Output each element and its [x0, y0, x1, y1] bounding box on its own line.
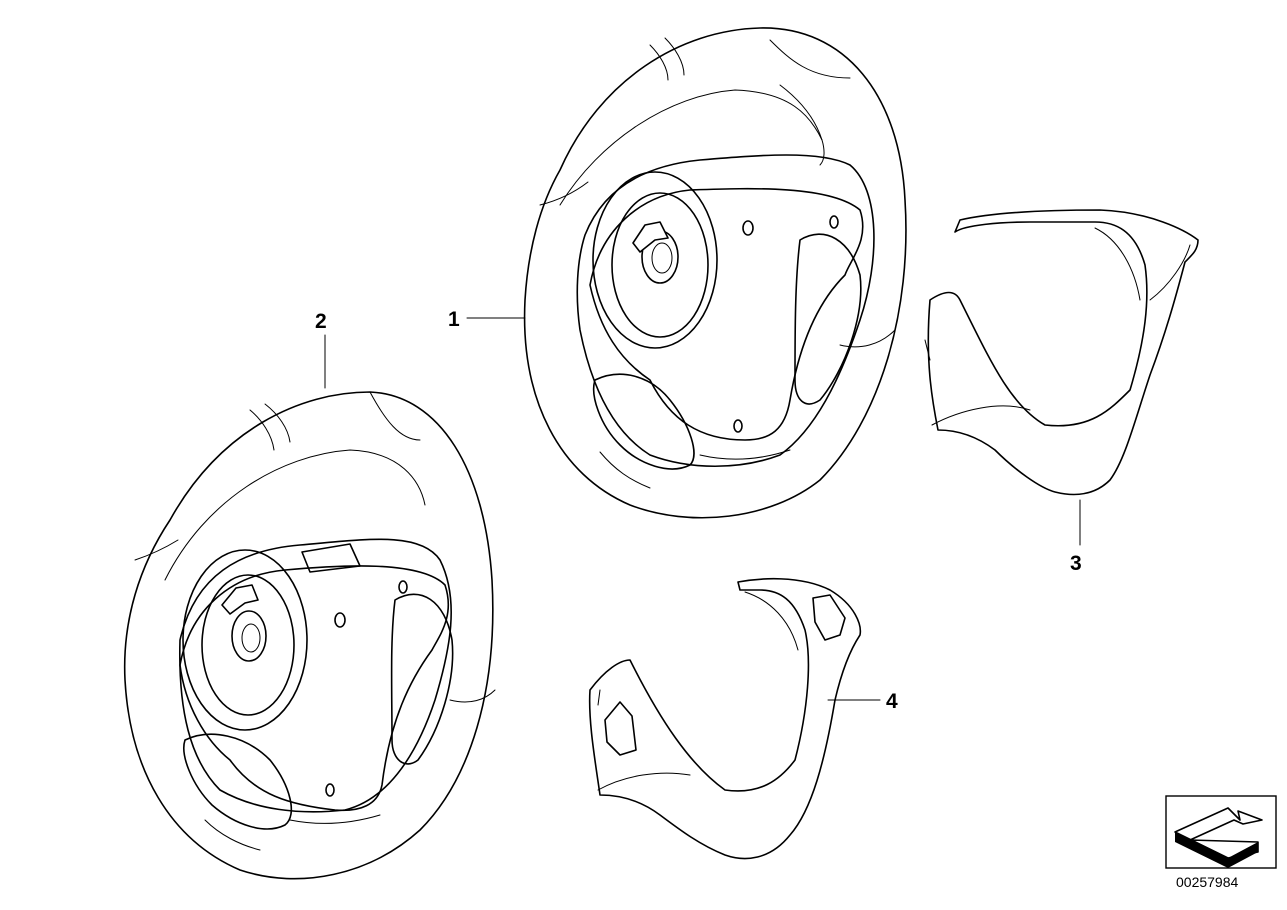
callout-3: 3 — [1070, 552, 1082, 575]
trim-cover-part-4[interactable] — [588, 577, 862, 860]
diagram-id: 00257984 — [1176, 874, 1239, 890]
orientation-arrow-icon — [1165, 795, 1277, 869]
callout-2: 2 — [315, 310, 327, 333]
callout-4: 4 — [886, 690, 898, 713]
callout-1: 1 — [448, 308, 460, 331]
steering-wheel-part-2[interactable] — [123, 391, 496, 880]
trim-cover-part-3[interactable] — [924, 209, 1199, 496]
steering-wheel-part-1[interactable] — [523, 27, 907, 519]
